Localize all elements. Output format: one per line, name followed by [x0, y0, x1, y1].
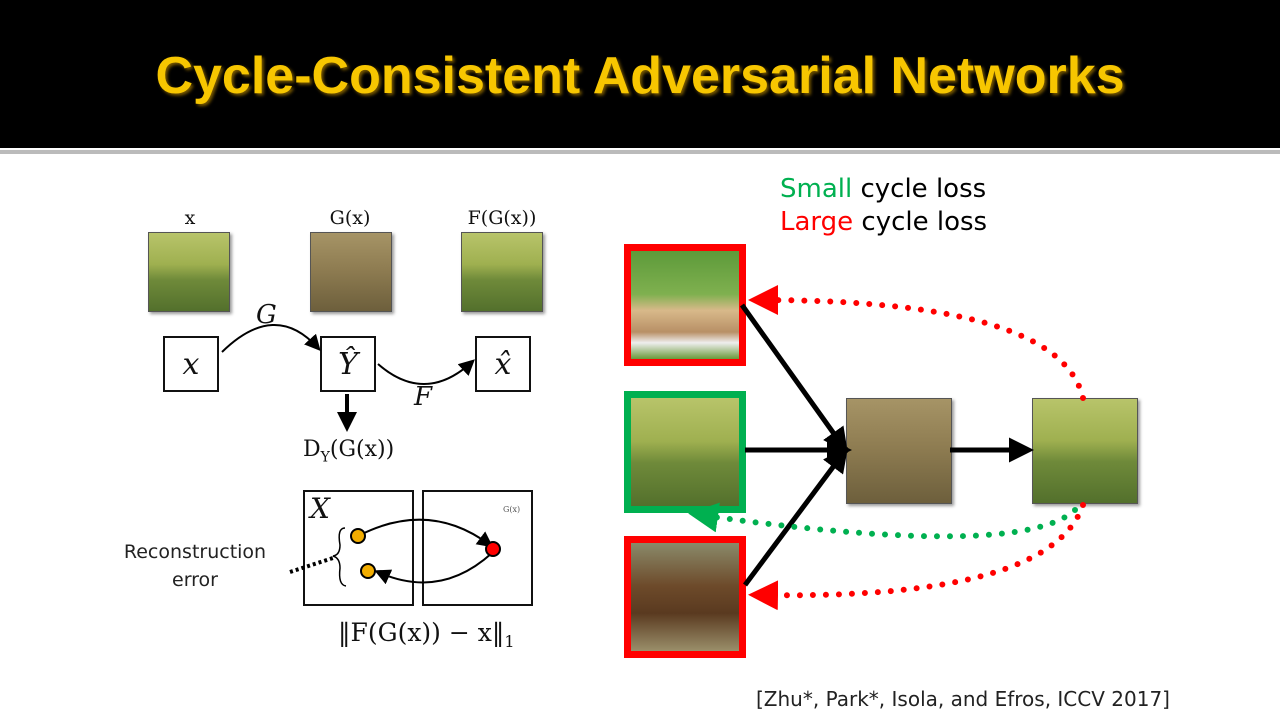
disc-arg: (G(x)) — [329, 437, 395, 462]
arrow-f — [377, 359, 475, 385]
point-x — [350, 528, 366, 544]
node-x-hat: x̂ — [475, 336, 531, 392]
image-horse-reconstructed-right — [1032, 398, 1138, 504]
domain-x-label: X — [310, 492, 330, 525]
label-x: x — [184, 207, 196, 229]
arrow-x-to-gx — [359, 518, 494, 548]
point-gx — [485, 541, 501, 557]
image-horse-brown-red — [624, 536, 746, 658]
disc-sub: Y — [320, 449, 330, 466]
reconstruction-error-label: Reconstruction error — [110, 538, 280, 594]
arrow-g — [221, 324, 321, 353]
image-zebra-generated — [310, 232, 392, 312]
recon-line1: Reconstruction — [123, 541, 267, 563]
citation: [Zhu*, Park*, Isola, and Efros, ICCV 201… — [756, 687, 1170, 711]
legend-small-rest: cycle loss — [852, 174, 987, 204]
node-x: x — [163, 336, 219, 392]
loss-sub: 1 — [504, 632, 515, 651]
edge-label-f: F — [414, 382, 433, 412]
recon-dotted — [289, 556, 334, 574]
cycle-small — [688, 502, 1078, 540]
label-fgx: F(G(x)) — [467, 207, 537, 229]
image-zebra-output — [846, 398, 952, 504]
loss-formula: ‖F(G(x)) − x‖1 — [338, 618, 515, 651]
image-horse-input — [148, 232, 230, 312]
title-bar — [0, 0, 1280, 148]
point-x-recon — [360, 563, 376, 579]
arrow-bottom-to-zebra — [742, 446, 848, 587]
legend-large: Large cycle loss — [780, 207, 987, 237]
arrow-top-to-zebra — [739, 303, 848, 454]
legend-large-rest: cycle loss — [853, 207, 988, 237]
cycle-large-top — [748, 285, 1086, 401]
image-horse-reconstructed — [461, 232, 543, 312]
recon-line2: error — [172, 569, 218, 591]
edge-label-g: G — [256, 300, 277, 330]
brace — [332, 527, 347, 587]
slide-title: Cycle-Consistent Adversarial Networks — [155, 47, 1125, 105]
node-y-hat: Ŷ — [320, 336, 376, 392]
label-gx: G(x) — [329, 207, 371, 229]
divider — [0, 150, 1280, 154]
domain-x-box — [303, 490, 414, 606]
cycle-large-bottom — [748, 502, 1086, 611]
domain-gx-box — [422, 490, 533, 606]
domain-gx-label: G(x) — [503, 505, 521, 514]
loss-main: ‖F(G(x)) − x‖ — [338, 618, 505, 647]
legend-small-word: Small — [780, 174, 853, 204]
discriminator-label: DY(G(x)) — [303, 437, 394, 465]
legend-small: Small cycle loss — [780, 174, 986, 204]
arrow-gx-to-x — [374, 552, 493, 585]
disc-d: D — [303, 437, 321, 462]
legend-large-word: Large — [780, 207, 854, 237]
image-horse-input-green — [624, 391, 746, 513]
